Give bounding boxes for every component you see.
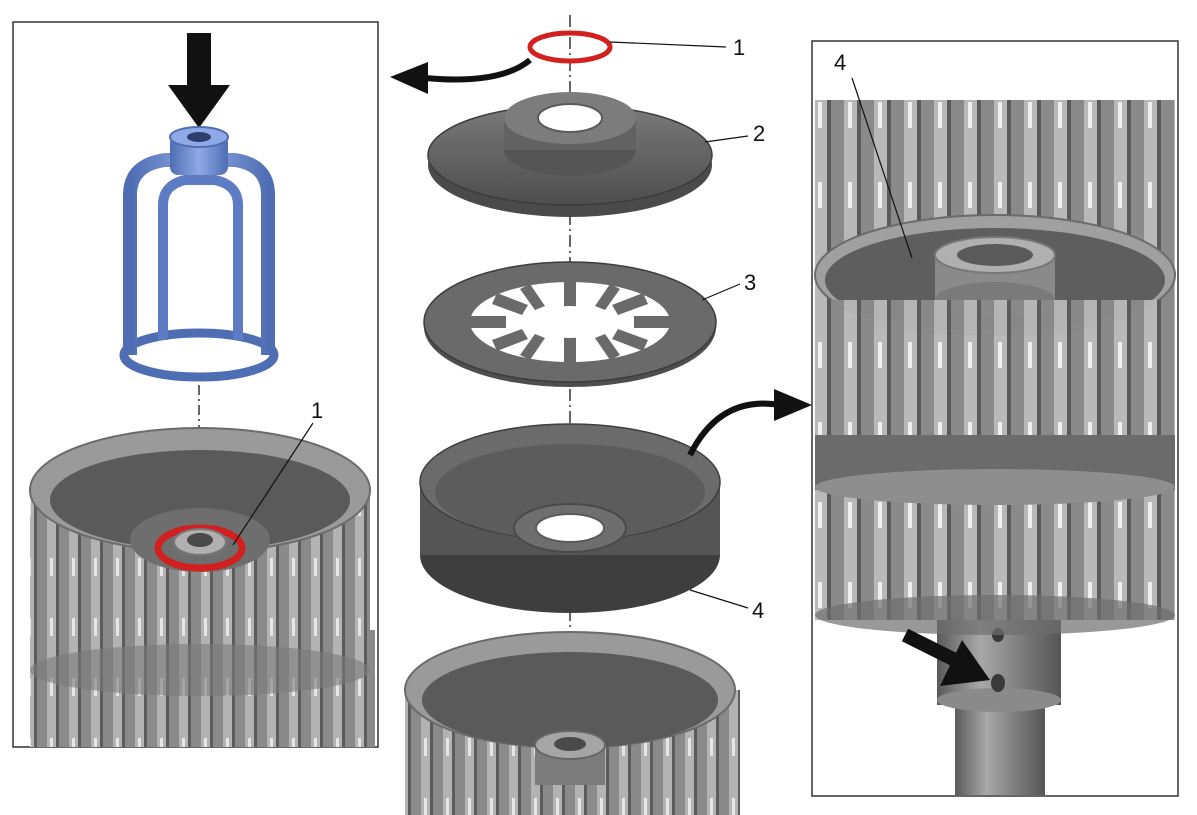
- installation-tool: [119, 126, 279, 382]
- left-upper-drum: [29, 427, 371, 696]
- spring-plate-part-3: [423, 261, 717, 387]
- arrow-down-icon: [168, 33, 230, 128]
- callout-3: 3: [744, 270, 756, 295]
- cylinder-part-4: [419, 423, 721, 613]
- right-callout-4-leader: [851, 77, 913, 259]
- left-callout-1-leader: [232, 422, 314, 546]
- center-base-drum: [404, 631, 740, 815]
- callout-4: 4: [752, 598, 764, 623]
- input-shaft: [937, 620, 1061, 795]
- right-band: [815, 425, 1175, 505]
- snap-ring-part-1: [527, 30, 613, 64]
- callout-3-leader: [701, 283, 741, 301]
- right-panel: 4: [811, 40, 1179, 797]
- callout-1-leader: [609, 41, 727, 48]
- piston-part-2: [427, 92, 713, 217]
- callout-2: 2: [753, 121, 765, 146]
- left-callout-1: 1: [311, 398, 323, 423]
- curved-arrow-icon: [390, 57, 532, 94]
- callout-1: 1: [733, 35, 745, 60]
- arrow-pointer-icon: [901, 628, 990, 686]
- right-upper-drum: [814, 100, 1176, 435]
- callout-2-leader: [704, 135, 749, 143]
- center-exploded-view: 1 2: [390, 15, 812, 815]
- left-panel: 1: [12, 21, 379, 748]
- right-callout-4: 4: [834, 50, 846, 75]
- curved-arrow-icon: [687, 389, 812, 457]
- callout-4-leader: [689, 589, 749, 609]
